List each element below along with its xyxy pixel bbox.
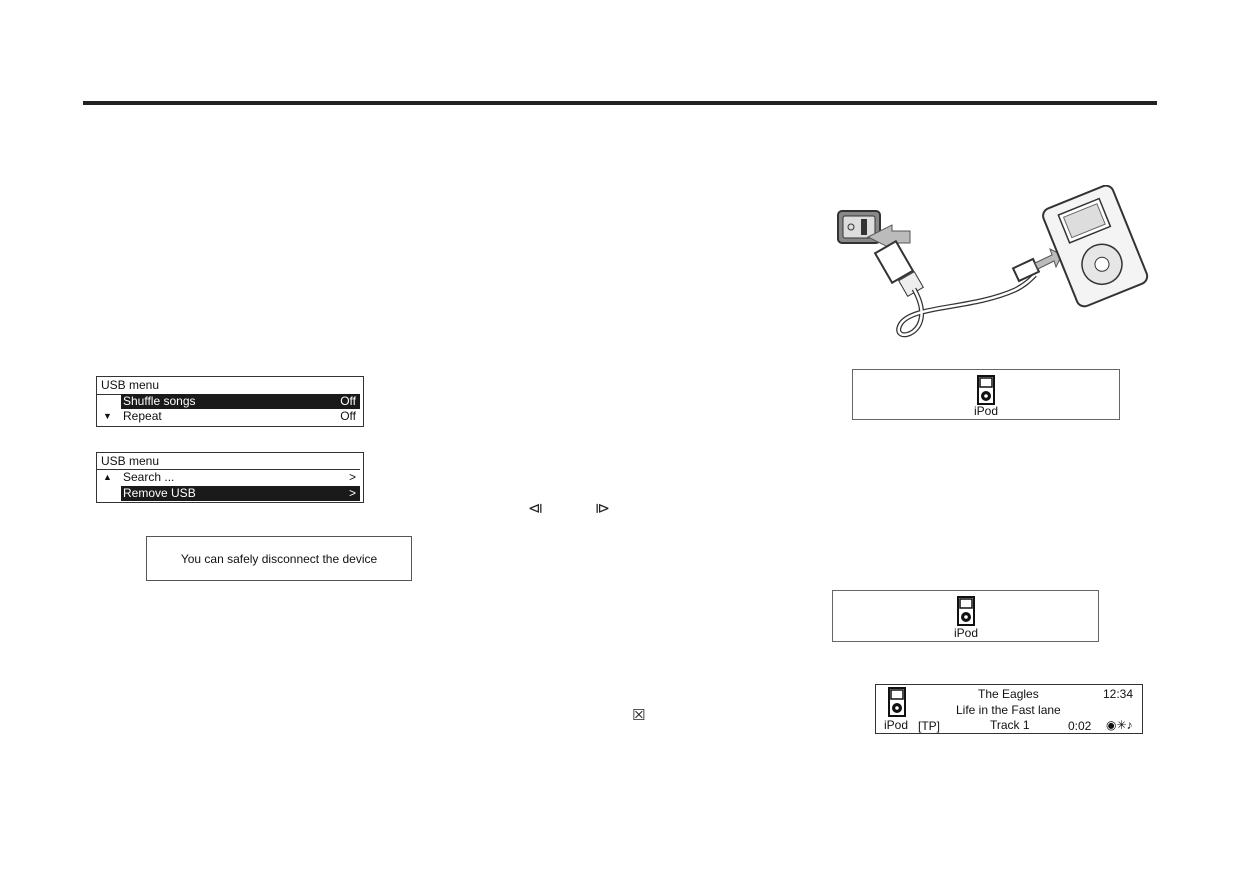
- menu-item-value: >: [348, 470, 356, 484]
- message-text: You can safely disconnect the device: [180, 551, 378, 566]
- ipod-icon: [957, 596, 975, 626]
- menu-item-remove-usb[interactable]: Remove USB >: [121, 486, 360, 501]
- ipod-display-1: iPod: [852, 369, 1120, 420]
- header-rule: [83, 101, 1157, 105]
- clock: 12:34: [1103, 687, 1134, 701]
- menu-item-label: Shuffle songs: [123, 394, 196, 408]
- menu-item-label: Repeat: [123, 409, 162, 423]
- source-label: iPod: [884, 718, 909, 732]
- ipod-display-2: iPod: [832, 590, 1099, 642]
- menu-divider: [97, 469, 360, 470]
- now-playing-display: iPod [TP] The Eagles 12:34 Life in the F…: [875, 684, 1143, 734]
- scroll-down-icon: ▼: [103, 411, 112, 421]
- song-title: Life in the Fast lane: [956, 703, 1061, 717]
- ipod-connection-illustration: [837, 185, 1149, 338]
- menu-item-value: Off: [340, 409, 356, 423]
- menu-item-value: Off: [340, 394, 356, 408]
- track-number: Track 1: [990, 718, 1030, 732]
- menu-item-search[interactable]: ▲ Search ... >: [97, 470, 360, 485]
- next-track-icon: ⧐: [595, 500, 610, 517]
- elapsed-time: 0:02: [1068, 719, 1092, 733]
- ipod-icon: [888, 687, 906, 717]
- usb-menu-2: USB menu ▲ Search ... > Remove USB >: [96, 452, 364, 503]
- menu-item-shuffle[interactable]: Shuffle songs Off: [121, 394, 360, 409]
- scroll-up-icon: ▲: [103, 472, 112, 482]
- menu-title: USB menu: [101, 378, 160, 392]
- mute-icon: ☒: [632, 707, 646, 724]
- usb-menu-1: USB menu Shuffle songs Off ▼ Repeat Off: [96, 376, 364, 427]
- ipod-label: iPod: [974, 404, 999, 418]
- status-icons: ◉✳♪: [1106, 718, 1133, 732]
- menu-title: USB menu: [101, 454, 160, 468]
- ipod-icon: [977, 375, 995, 405]
- tp-indicator: [TP]: [918, 719, 941, 733]
- disconnect-message: You can safely disconnect the device: [146, 536, 412, 581]
- menu-item-repeat[interactable]: ▼ Repeat Off: [97, 409, 360, 424]
- menu-item-value: >: [348, 486, 356, 500]
- menu-item-label: Search ...: [123, 470, 175, 484]
- menu-item-label: Remove USB: [123, 486, 196, 500]
- ipod-label: iPod: [954, 626, 979, 640]
- previous-track-icon: ⧏: [528, 500, 543, 517]
- artist-name: The Eagles: [978, 687, 1039, 701]
